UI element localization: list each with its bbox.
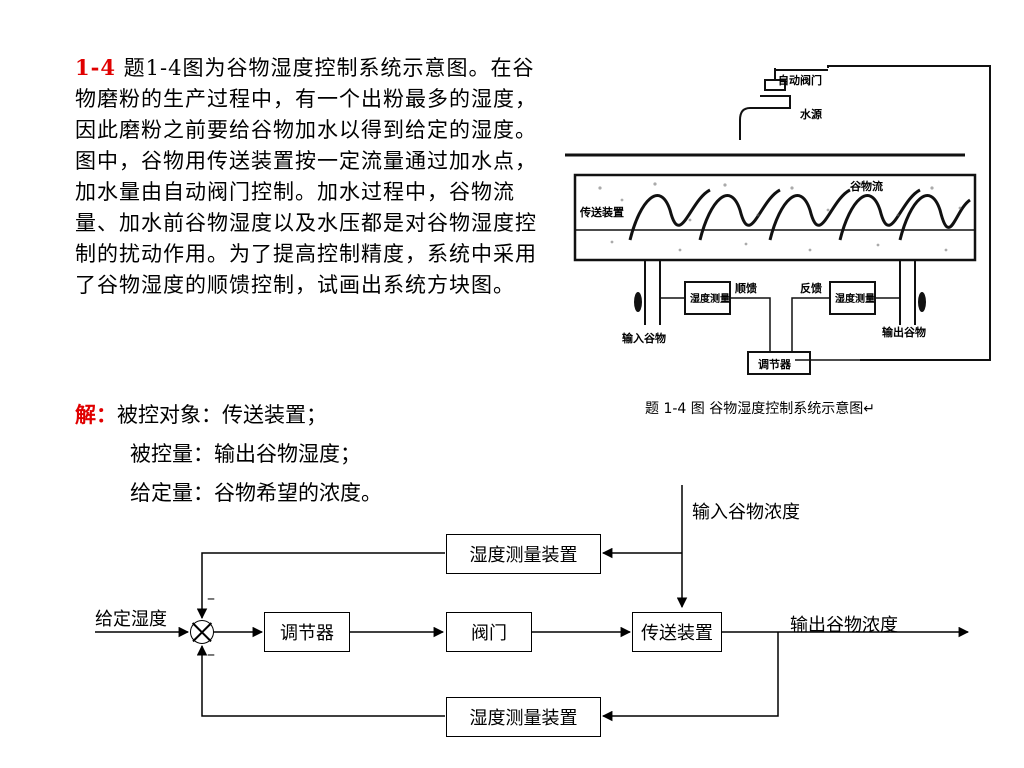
solution-line-1: 解：被控对象：传送装置； [75,395,382,435]
screw-flight-4 [838,188,921,241]
schematic-figure: 自动阀门 水源 谷物流 传送装置 湿度测量 湿度测量 顺馈 反馈 输入谷物 输出… [565,65,991,375]
feedforward-label: 顺馈 [735,281,757,295]
screw-flight-1 [628,188,711,241]
sensor-block-top: 湿度测量装置 [446,534,601,574]
output-grain-label: 输出谷物 [882,325,926,339]
solution-block: 解：被控对象：传送装置； 被控量：输出谷物湿度； 给定量：谷物希望的浓度。 [75,395,382,513]
setpoint-label: 给定湿度 [95,609,167,630]
summing-junction [190,620,214,644]
conveyor-label: 传送装置 [579,205,624,219]
controller-block: 调节器 [264,612,350,652]
feedback-label: 反馈 [800,281,822,295]
water-source-label: 水源 [800,107,822,121]
output-to-sensor-arrow [601,632,779,722]
valve-block: 阀门 [446,612,532,652]
sensor-block-bottom: 湿度测量装置 [446,697,601,737]
solution-label: 解： [75,402,117,427]
valve-label: 自动阀门 [778,73,822,87]
problem-number: 1-4 [75,55,116,80]
grain-texture [598,182,962,252]
minus-sign-bottom: – [207,644,215,663]
sensor-disk-right [918,292,926,312]
output-label: 输出谷物浓度 [790,615,898,636]
feedforward-path [196,552,445,620]
solution-text-1: 被控对象：传送装置； [117,403,327,427]
solution-line-3: 给定量：谷物希望的浓度。 [130,481,382,505]
return-loop-line [827,65,991,361]
sensor-in-label: 湿度测量 [690,292,730,305]
sensor-out-label: 湿度测量 [835,292,875,305]
conveyor-channel [573,173,977,262]
disturbance-label: 输入谷物浓度 [692,502,800,523]
water-tap [739,95,791,140]
grain-flow-label: 谷物流 [850,179,883,193]
minus-sign-top: – [207,588,215,607]
screw-flight-2 [698,188,781,241]
screw-flight-5 [898,194,971,241]
problem-statement: 1-4 题1-4图为谷物湿度控制系统示意图。在谷物磨粉的生产过程中，有一个出粉最… [75,52,555,301]
figure-caption: 题 1-4 图 谷物湿度控制系统示意图↵ [645,401,875,417]
feedback-path [196,644,445,717]
regulator-box [747,351,811,375]
sensor-disk-left [634,292,642,312]
input-grain-label: 输入谷物 [622,331,666,345]
problem-text: 题1-4图为谷物湿度控制系统示意图。在谷物磨粉的生产过程中，有一个出粉最多的湿度… [75,56,537,297]
conveyor-block: 传送装置 [632,612,722,652]
solution-line-2: 被控量：输出谷物湿度； [130,442,361,466]
screw-flight-3 [768,188,851,241]
regulator-label: 调节器 [758,357,792,371]
